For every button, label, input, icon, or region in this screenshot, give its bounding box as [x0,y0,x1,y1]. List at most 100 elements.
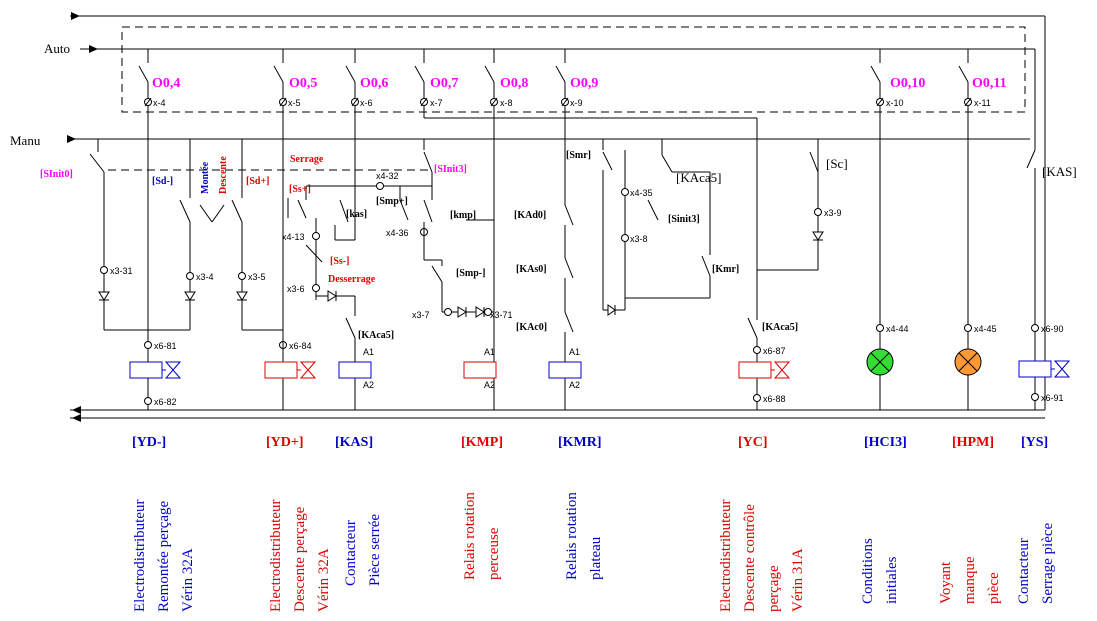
desc-ys-2: Serrage pièce [1040,522,1056,604]
desc-kas-2: Pièce serrée [367,514,383,586]
kmr-a1: A1 [569,347,580,357]
desc-hci3-1: Conditions [860,538,876,604]
contact-sd-minus: [Sd-] [152,176,173,187]
terminal-x-11: x-11 [974,98,991,108]
contact-kas0: [KAs0] [516,264,547,275]
label-desserrage: Desserrage [328,274,376,285]
desc-ys-1: Contacteur [1016,538,1032,604]
contact-ss-minus: [Ss-] [330,256,349,267]
rails: Auto Manu [10,12,1046,422]
label-descente: Descente [218,156,229,194]
contact-kaca5-big: [KAca5] [676,170,721,185]
terminal-x4-32: x4-32 [376,171,399,181]
contact-ss-plus: [Ss+] [289,184,311,195]
label-montee: Montée [200,161,211,194]
coil-yd-plus [264,361,298,379]
terminal-x3-5: x3-5 [248,272,266,282]
auto-rail-label: Auto [44,41,70,56]
coil-yd-minus [129,361,163,379]
terminal-x3-9: x3-9 [824,208,842,218]
terminal-x-10: x-10 [886,98,904,108]
terminal-x-8: x-8 [500,98,513,108]
output-o0-9: O0,9 [570,76,598,91]
contact-sc: [Sc] [826,156,848,171]
terminal-x4-45: x4-45 [974,324,997,334]
contact-kmp: [kmp] [450,210,476,221]
coil-kas [338,361,372,379]
manual-left-section: [SInit0] [Sd-] Montée Descente [Sd+] x3-… [40,139,432,335]
contact-kaca5-a: [KAca5] [358,330,394,341]
terminal-x6-91: x6-91 [1041,393,1064,403]
kmr-section: [KAd0] [KAs0] [KAc0] [Smr] [KAca5] x4-35… [514,139,848,410]
output-o0-5: O0,5 [289,76,317,91]
load-code-yd-plus: [YD+] [266,435,304,450]
terminal-x3-8: x3-8 [630,234,648,244]
kmp-a2: A2 [484,380,495,390]
coil-yc [738,361,772,379]
terminal-x4-36: x4-36 [386,228,409,238]
output-contacts: O0,4 O0,5 O0,6 O0,7 O0,8 O0,9 O0,10 O0,1… [138,49,1007,91]
desc-yc-4: Vérin 31A [790,548,806,612]
contact-smr: [Smr] [566,150,591,161]
terminal-x4-44: x4-44 [886,324,909,334]
terminal-x-4: x-4 [153,98,166,108]
desc-yd-minus-3: Vérin 32A [180,548,196,612]
yc-column: [KAca5] x6-87 x6-88 [747,317,798,410]
contact-sinit3: [SInit3] [434,164,467,175]
kmr-a2: A2 [569,380,580,390]
output-o0-6: O0,6 [360,76,388,91]
terminal-x3-71: x3-71 [490,310,513,320]
load-code-kmp: [KMP] [461,435,503,450]
output-o0-4: O0,4 [152,76,180,91]
terminal-x3-7: x3-7 [412,310,430,320]
terminal-x3-6: x3-6 [287,284,305,294]
contact-kaca5-b: [KAca5] [762,322,798,333]
desc-kmp-1: Relais rotation [462,492,478,580]
load-code-yc: [YC] [738,435,768,450]
terminal-x-9: x-9 [570,98,583,108]
terminal-x-6: x-6 [360,98,373,108]
desc-kmr-2: plateau [588,536,604,580]
desc-yd-plus-2: Descente perçage [292,506,308,612]
desc-hpm-2: manque [962,556,978,604]
output-o0-8: O0,8 [500,76,528,91]
output-o0-7: O0,7 [430,76,458,91]
load-code-hpm: [HPM] [952,435,994,450]
contact-kas-big: [KAS] [1042,164,1077,179]
contact-kas-small: [kas] [346,209,367,220]
terminals-top: x-4 x-5 x-6 x-7 x-8 x-9 x-10 x-11 [144,82,991,410]
kas-a1: A1 [363,347,374,357]
contact-kad0: [KAd0] [514,210,546,221]
terminal-x3-31: x3-31 [110,266,133,276]
desc-yc-1: Electrodistributeur [718,500,734,612]
desc-kmp-2: perceuse [486,527,502,580]
output-o0-10: O0,10 [890,76,925,91]
desc-yd-minus-1: Electrodistributeur [132,500,148,612]
kas-a2: A2 [363,380,374,390]
desc-hpm-3: pièce [986,572,1002,604]
contact-kac0: [KAc0] [516,322,547,333]
terminal-x6-88: x6-88 [763,394,786,404]
manu-rail-label: Manu [10,133,41,148]
desc-yd-plus-1: Electrodistributeur [268,500,284,612]
load-code-kmr: [KMR] [558,435,602,450]
load-code-yd-minus: [YD-] [132,435,166,450]
terminal-x-7: x-7 [430,98,443,108]
terminal-x4-13: x4-13 [282,232,305,242]
terminal-x6-84: x6-84 [289,341,312,351]
load-code-kas: [KAS] [335,435,373,450]
loads: x6-81 x6-82 x6-84 A1 A2 A1 A2 A1 A2 x4-4… [129,324,1071,410]
output-o0-11: O0,11 [972,76,1007,91]
kmp-a1: A1 [484,347,495,357]
load-labels: [YD-] [YD+] [KAS] [KMP] [KMR] [YC] [HCI3… [132,435,1056,612]
terminal-x6-87: x6-87 [763,346,786,356]
load-code-ys: [YS] [1021,435,1048,450]
terminal-x6-81: x6-81 [154,341,177,351]
coil-ys [1018,360,1052,378]
serrage-section: Serrage [Ss+] x4-13 [Ss-] x3-6 Desserrag… [282,139,513,320]
contact-sinit3b: [Sinit3] [668,214,700,225]
contact-sd-plus: [Sd+] [246,176,269,187]
desc-hci3-2: initiales [884,556,900,604]
desc-hpm-1: Voyant [938,561,954,604]
